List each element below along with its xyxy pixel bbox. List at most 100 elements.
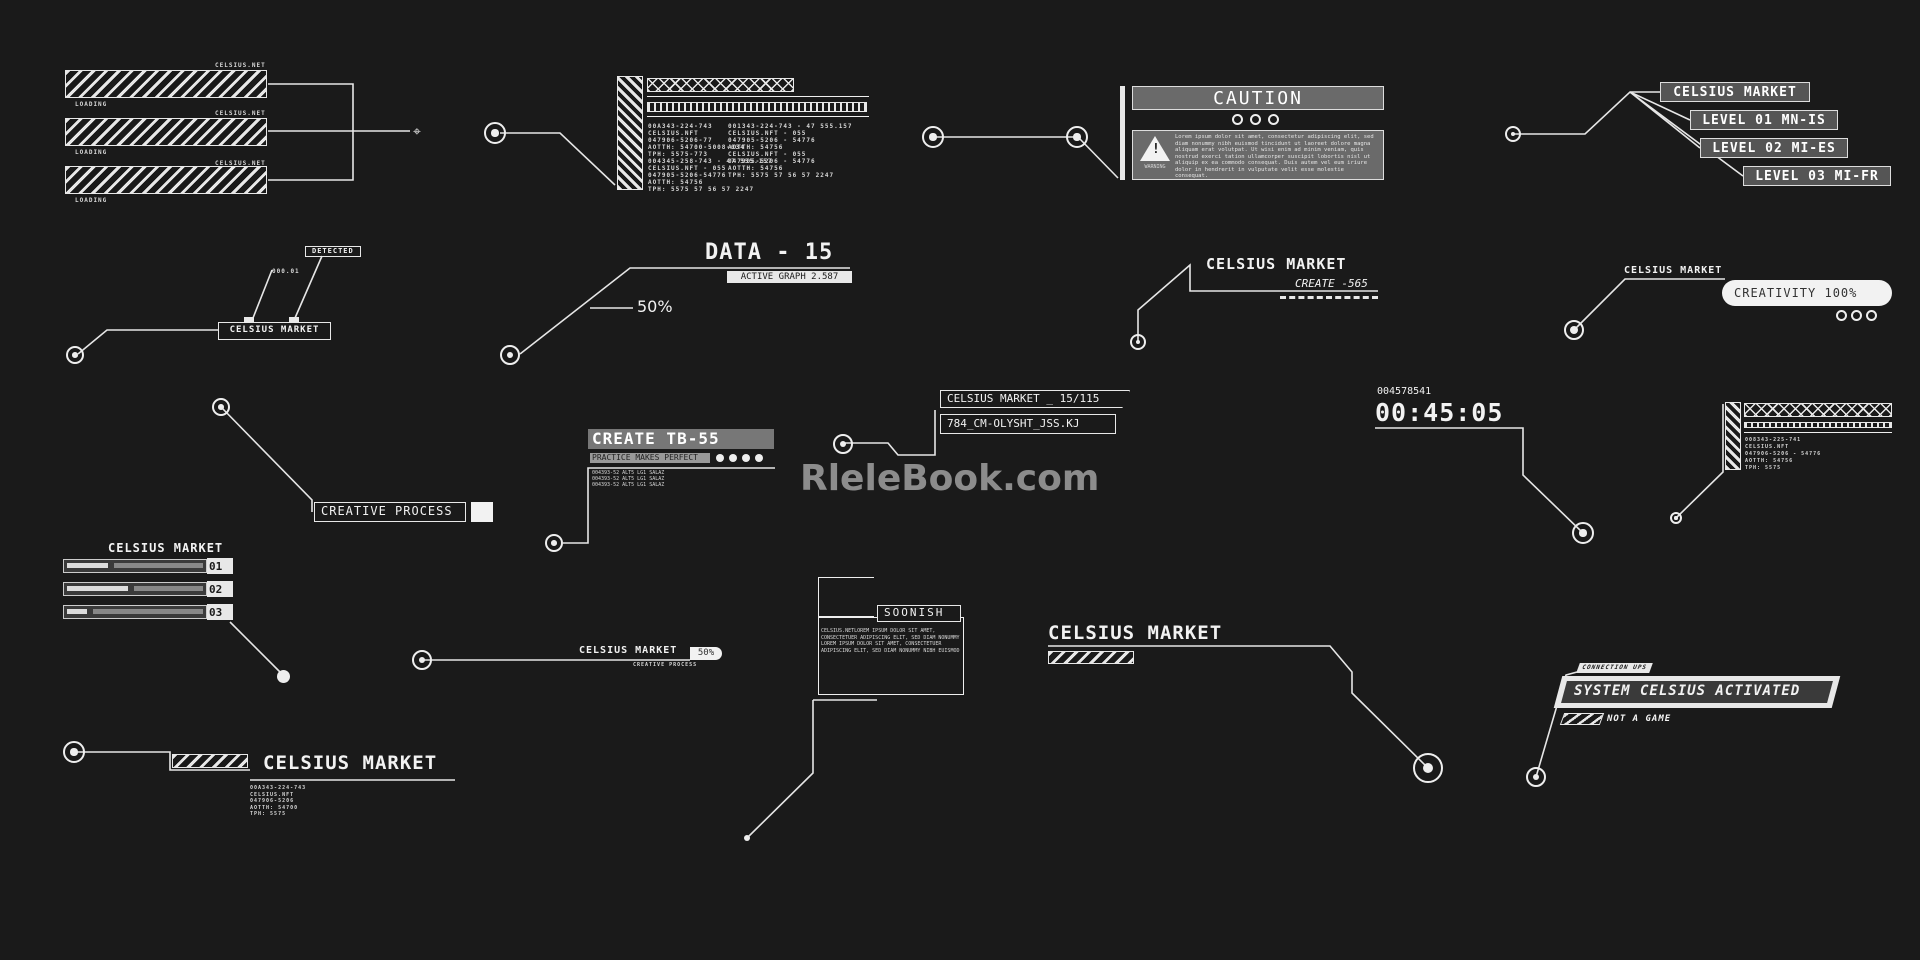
createtb-dot-1: [716, 454, 724, 462]
data15-connector: [519, 267, 850, 355]
timer-time: 00:45:05: [1375, 398, 1504, 427]
caution-node-right: [1066, 126, 1088, 148]
market50-title: CELSIUS MARKET: [579, 645, 678, 656]
target-icon: ⌖: [413, 124, 421, 140]
loading-bar-3: [65, 166, 267, 194]
createtb-dot-2: [729, 454, 737, 462]
code-rule-1: [647, 96, 869, 97]
loading-bar-2: [65, 118, 267, 146]
loading-label-mid: CELSIUS.NET: [215, 110, 266, 117]
soonish-title: SOONISH: [877, 605, 961, 622]
creativity-dot-1: [1836, 310, 1847, 321]
loading-bar-1: [65, 70, 267, 98]
creativity-node: [1564, 320, 1584, 340]
rightcode-node: [1670, 512, 1682, 524]
levels-connector-3: [1629, 91, 1744, 177]
level-item-1: LEVEL 01 MN-IS: [1690, 110, 1838, 130]
listbar-2-fill: [67, 586, 128, 591]
detected-stem-2: [294, 255, 323, 319]
loading-label-bot: CELSIUS.NET: [215, 160, 266, 167]
creativity-node-core: [1570, 326, 1578, 334]
soonish-folder-tab: [818, 577, 874, 617]
tag-line-1: CELSIUS MARKET _ 15/115: [940, 390, 1130, 408]
listbars-end-dot: [277, 670, 290, 683]
market50-sub: CREATIVE PROCESS: [633, 662, 698, 668]
create-sub: CREATE -565: [1295, 277, 1368, 290]
tag-connector: [843, 410, 936, 456]
code-node: [484, 122, 506, 144]
listbars-title: CELSIUS MARKET: [108, 541, 224, 555]
system-hatch: [1559, 713, 1605, 725]
marketbottom-title: CELSIUS MARKET: [263, 752, 438, 774]
loading-label-top: CELSIUS.NET: [215, 62, 266, 69]
marketbottom-node: [63, 741, 85, 763]
levels-connector-1: [1629, 91, 1691, 121]
system-connector: [1535, 671, 1578, 778]
loading-text-1: LOADING: [75, 101, 108, 108]
caution-dot-3: [1268, 114, 1279, 125]
data15-title: DATA - 15: [705, 240, 834, 265]
listbar-3-num: 03: [207, 604, 233, 620]
listbar-1: [63, 559, 207, 573]
caution-side-bar: [1120, 86, 1125, 180]
caution-dot-1: [1232, 114, 1243, 125]
rightcode-connector: [1675, 404, 1724, 519]
data15-percent: 50%: [637, 297, 673, 316]
detected-connector: [77, 329, 218, 355]
market50-node: [412, 650, 432, 670]
create-dashes: [1280, 296, 1378, 299]
level-item-3: LEVEL 03 MI-FR: [1743, 166, 1891, 186]
detected-small: 000.01: [272, 268, 300, 275]
createtb-title: CREATE TB-55: [588, 429, 774, 449]
createtb-connector: [563, 467, 775, 544]
process-connector: [221, 407, 313, 512]
level-item-2: LEVEL 02 MI-ES: [1700, 138, 1848, 158]
createtb-dot-3: [742, 454, 750, 462]
system-sub: NOT A GAME: [1607, 714, 1672, 724]
caution-dot-2: [1250, 114, 1261, 125]
listbar-1-num: 01: [207, 558, 233, 574]
system-top: CONNECTION UPS: [1576, 663, 1653, 673]
data15-sub: ACTIVE GRAPH 2.587: [727, 271, 852, 283]
timer-node: [1572, 522, 1594, 544]
levels-connector-main: [1513, 91, 1660, 135]
detected-pin-2: [289, 317, 299, 322]
creativity-pill: CREATIVITY 100%: [1722, 280, 1892, 306]
loading-connector: [268, 83, 354, 181]
rightcode-x-strip: [1744, 403, 1892, 417]
detected-label: CELSIUS MARKET: [218, 322, 331, 340]
caution-connector: [934, 136, 1119, 179]
process-block: [471, 502, 493, 522]
market50-pill: 50%: [690, 647, 722, 660]
rightcode-chain: [1744, 422, 1892, 428]
process-node: [212, 398, 230, 416]
caution-body-text: Lorem ipsum dolor sit amet, consectetur …: [1175, 134, 1374, 178]
creativity-title: CELSIUS MARKET: [1624, 265, 1723, 276]
caution-title: CAUTION: [1132, 86, 1384, 110]
createtb-node: [545, 534, 563, 552]
code-connector: [500, 132, 616, 186]
listbar-1-fill: [67, 563, 108, 568]
listbar-2-num: 02: [207, 581, 233, 597]
warning-label: WARNING: [1144, 164, 1166, 170]
system-node: [1526, 767, 1546, 787]
timer-connector: [1375, 427, 1584, 534]
create-connector: [1137, 263, 1378, 341]
timer-id: 004578541: [1377, 386, 1432, 397]
creativity-connector: [1574, 278, 1725, 330]
marketbig-node: [1413, 753, 1443, 783]
soonish-text: CELSIUS.NETLOREM IPSUM DOLOR SIT AMET, C…: [821, 628, 960, 654]
watermark-text: RleleBook.com: [800, 458, 1100, 499]
process-label: CREATIVE PROCESS: [314, 502, 466, 522]
loading-text-2: LOADING: [75, 149, 108, 156]
creativity-dot-2: [1851, 310, 1862, 321]
detected-node: [66, 346, 84, 364]
listbar-3-fill: [67, 609, 87, 614]
creativity-dot-3: [1866, 310, 1877, 321]
createtb-sub: PRACTICE MAKES PERFECT: [590, 453, 710, 463]
